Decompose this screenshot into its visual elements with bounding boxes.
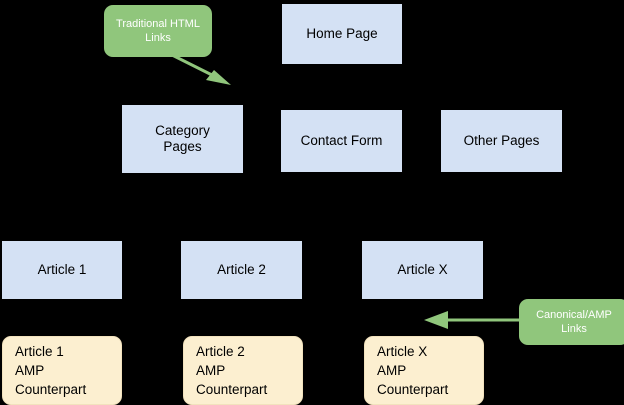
node-article-x[interactable]: Article X	[362, 241, 483, 299]
node-category-pages[interactable]: Category Pages	[122, 105, 243, 173]
node-other-pages[interactable]: Other Pages	[441, 110, 562, 172]
node-article-x-amp-counterpart-label: Article X AMP Counterpart	[377, 344, 449, 397]
node-article-2-label: Article 2	[217, 262, 266, 277]
node-home-page-label: Home Page	[306, 26, 378, 41]
node-article-2[interactable]: Article 2	[181, 241, 302, 299]
node-article-2-amp-counterpart[interactable]: Article 2 AMP Counterpart	[183, 336, 303, 405]
callout-canonical-amp-links[interactable]: Canonical/AMP Links	[519, 299, 624, 345]
node-contact-form[interactable]: Contact Form	[281, 110, 402, 172]
node-article-1-amp-counterpart[interactable]: Article 1 AMP Counterpart	[2, 336, 122, 405]
callout-canonical-amp-links-label: Canonical/AMP Links	[536, 309, 612, 335]
node-contact-form-label: Contact Form	[300, 133, 383, 148]
node-other-pages-label: Other Pages	[463, 133, 540, 148]
node-article-x-label: Article X	[397, 262, 448, 277]
node-article-2-amp-counterpart-label: Article 2 AMP Counterpart	[196, 344, 268, 397]
callout-traditional-html-links-label: Traditional HTML Links	[116, 18, 200, 44]
node-article-x-amp-counterpart[interactable]: Article X AMP Counterpart	[364, 336, 484, 405]
callout-traditional-html-links[interactable]: Traditional HTML Links	[104, 5, 212, 57]
callout-to-article-x-arrow	[424, 311, 519, 329]
node-home-page[interactable]: Home Page	[282, 4, 402, 64]
node-category-pages-label: Category Pages	[155, 123, 210, 154]
node-article-1-amp-counterpart-label: Article 1 AMP Counterpart	[15, 344, 87, 397]
node-article-1-label: Article 1	[37, 262, 87, 277]
callout-to-category-arrow	[171, 53, 231, 85]
node-article-1[interactable]: Article 1	[2, 241, 122, 299]
